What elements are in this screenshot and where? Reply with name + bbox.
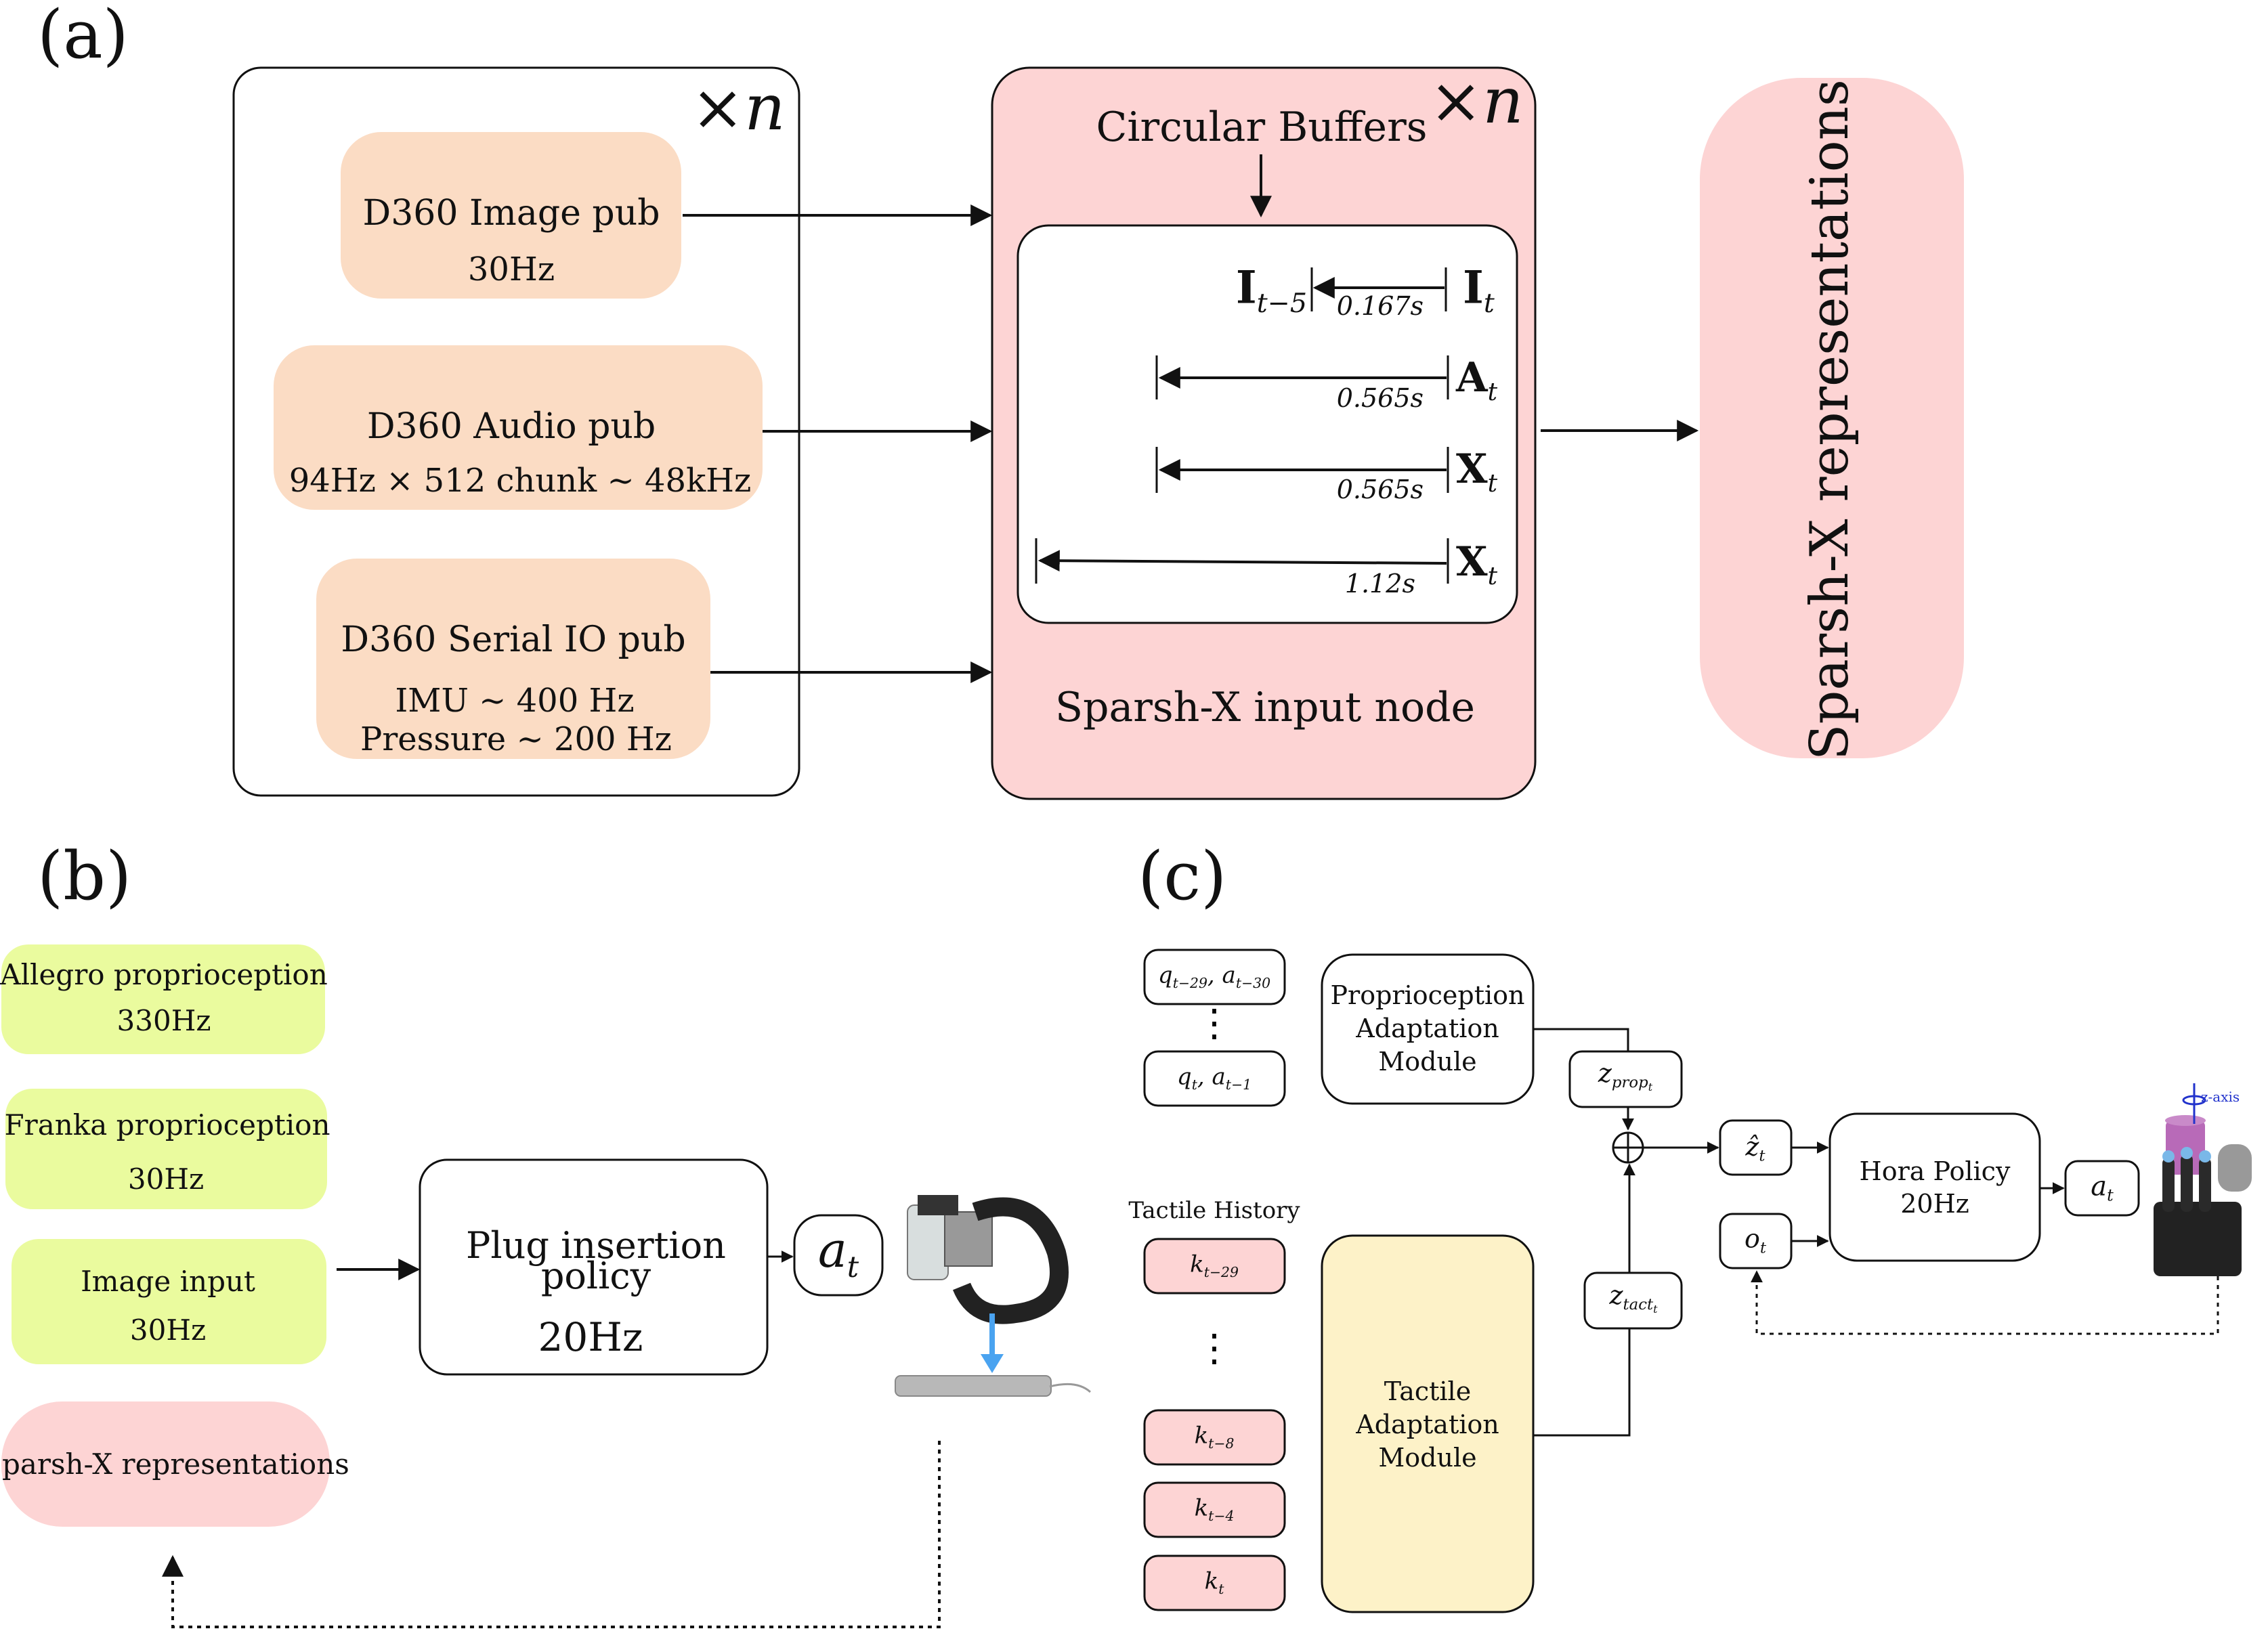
output-label: Sparsh-X representations	[1799, 79, 1860, 760]
svg-text:⋮: ⋮	[1195, 1326, 1233, 1370]
buffer-2-right-symbol: At	[1456, 354, 1498, 406]
z-axis-label: z-axis	[2201, 1089, 2240, 1105]
plug-robot-image	[895, 1195, 1092, 1397]
serial-pub-box	[316, 559, 710, 759]
allegro-name: Allegro proprioception	[0, 958, 328, 991]
image-input-box	[12, 1239, 326, 1364]
tactile-k-29: kt−29	[1190, 1251, 1239, 1280]
circular-buffers-title: Circular Buffers	[1096, 104, 1428, 151]
output-box	[1700, 78, 1964, 758]
prop-module-line2: Adaptation	[1356, 1014, 1499, 1043]
times-n-left: ×n	[691, 71, 786, 145]
hora-policy-rate: 20Hz	[1900, 1189, 1969, 1219]
tactile-k-t: kt	[1204, 1567, 1224, 1597]
franka-name: Franka proprioception	[4, 1108, 330, 1141]
z-hat-label: ẑt	[1745, 1131, 1766, 1165]
hora-policy-box	[1828, 1112, 2041, 1262]
action-label: at	[817, 1221, 859, 1284]
buffer-1-duration: 0.167s	[1336, 291, 1424, 321]
buffer-2-duration: 0.565s	[1336, 383, 1424, 413]
image-input-rate: 30Hz	[129, 1313, 207, 1347]
sparsh-b-box	[1, 1401, 330, 1527]
buffers-inner-box	[1017, 224, 1518, 624]
franka-rate: 30Hz	[127, 1162, 205, 1196]
policy-rate: 20Hz	[538, 1314, 643, 1360]
hora-hand-image	[2154, 1083, 2252, 1276]
panel-a-label: (a)	[37, 0, 129, 74]
action-box	[793, 1214, 884, 1297]
buffer-4-right-symbol: Xt	[1456, 538, 1498, 590]
allegro-rate: 330Hz	[116, 1004, 211, 1037]
serial-pub-name: D360 Serial IO pub	[341, 619, 686, 660]
policy-line1: Plug insertion	[466, 1224, 726, 1267]
times-n-right: ×n	[1429, 64, 1524, 138]
tactile-k-4: kt−4	[1194, 1494, 1235, 1524]
audio-pub-box	[274, 345, 763, 510]
prop-module-line3: Module	[1378, 1047, 1477, 1077]
franka-box	[5, 1089, 327, 1209]
tactile-module-line2: Adaptation	[1356, 1410, 1499, 1439]
z-prop-label: zpropt	[1598, 1058, 1653, 1093]
image-pub-box	[341, 132, 681, 299]
hora-policy-name: Hora Policy	[1859, 1156, 2011, 1186]
serial-pub-rate-imu: IMU ∼ 400 Hz	[395, 682, 635, 720]
buffer-3-duration: 0.565s	[1336, 475, 1424, 504]
prop-module-line1: Proprioception	[1330, 980, 1525, 1010]
hora-feedback-dotted	[1751, 1270, 2219, 1335]
image-pub-name: D360 Image pub	[362, 193, 660, 234]
tactile-history-title: Tactile History	[1128, 1197, 1300, 1224]
panel-b-label: (b)	[37, 838, 132, 915]
audio-pub-rate: 94Hz × 512 chunk ∼ 48kHz	[288, 462, 752, 500]
o-label: ot	[1744, 1223, 1767, 1257]
svg-text:⋮: ⋮	[1195, 1001, 1233, 1045]
buffer-4-duration: 1.12s	[1344, 569, 1415, 599]
feedback-dotted	[162, 1441, 941, 1628]
panel-c-label: (c)	[1138, 838, 1227, 915]
prop-history-oldest: qt−29, at−30	[1157, 961, 1271, 991]
serial-pub-rate-pressure: Pressure ∼ 200 Hz	[360, 720, 672, 758]
sparsh-b-label: Sparsh-X representations	[0, 1448, 349, 1481]
tactile-module-box	[1321, 1234, 1535, 1613]
prop-history-latest: qt, at−1	[1176, 1063, 1252, 1093]
buffer-3-right-symbol: Xt	[1456, 445, 1498, 498]
tactile-k-8: kt−8	[1194, 1422, 1235, 1452]
allegro-box	[1, 944, 325, 1054]
z-tact-label: ztactt	[1609, 1280, 1658, 1315]
buffer-1-left-symbol: It−5	[1235, 261, 1307, 320]
image-pub-rate: 30Hz	[467, 251, 555, 288]
tactile-module-line1: Tactile	[1384, 1376, 1472, 1406]
buffer-arrow-4	[1037, 550, 1447, 572]
image-input-name: Image input	[81, 1265, 255, 1298]
audio-pub-name: D360 Audio pub	[366, 406, 656, 447]
policy-line2: policy	[540, 1255, 651, 1297]
buffer-1-right-symbol: It	[1463, 261, 1495, 320]
input-node-label: Sparsh-X input node	[1054, 684, 1476, 731]
tactile-module-line3: Module	[1378, 1443, 1477, 1473]
hora-action-label: at	[2091, 1171, 2114, 1205]
